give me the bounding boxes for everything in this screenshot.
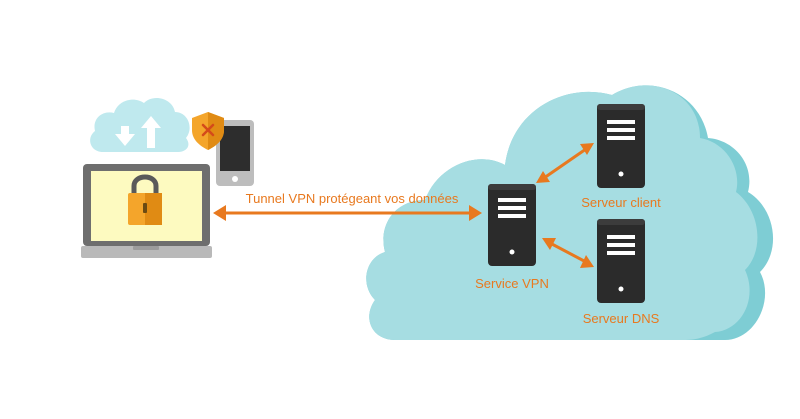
server-tower-icon (597, 104, 645, 188)
dns-server-label: Serveur DNS (583, 311, 660, 326)
vpn-service-label: Service VPN (475, 276, 549, 291)
server-tower-icon (597, 219, 645, 303)
smartphone-home-button (232, 176, 238, 182)
laptop-trackpad-notch (133, 246, 159, 250)
vpn-to-dns-arrow (542, 238, 594, 268)
smartphone-screen (220, 126, 250, 171)
client-server-label: Serveur client (581, 195, 661, 210)
download-arrow-icon (115, 126, 135, 146)
shield-alert-icon (192, 112, 224, 150)
tunnel-label: Tunnel VPN protégeant vos données (246, 191, 459, 206)
vpn-to-client-arrow (536, 143, 594, 183)
tunnel-arrow (213, 205, 482, 221)
server-tower-icon (488, 184, 536, 266)
big-cloud (366, 85, 774, 340)
laptop-base (81, 246, 212, 258)
upload-arrow-icon (141, 116, 161, 148)
smartphone (216, 120, 254, 186)
padlock-icon (128, 174, 162, 225)
laptop (81, 164, 212, 258)
cloud-upload-download-icon (90, 97, 190, 152)
big-cloud-body (366, 85, 758, 340)
